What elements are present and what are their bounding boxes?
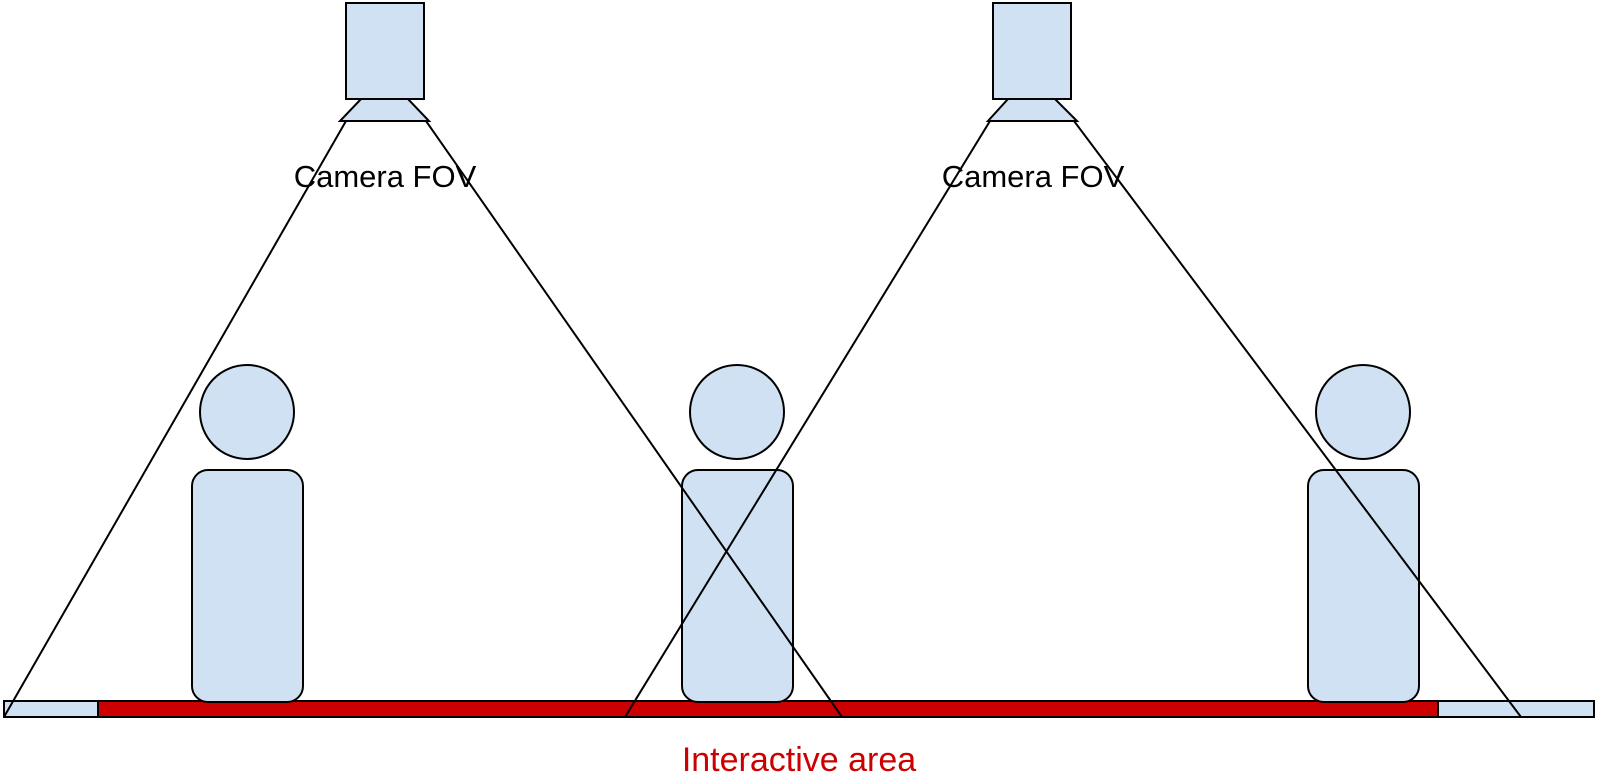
person-3: [1307, 364, 1420, 703]
person-1: [191, 364, 304, 703]
camera-1: Camera FOV: [3, 2, 843, 718]
camera-2: Camera FOV: [624, 2, 1522, 718]
person-1-head: [199, 364, 295, 460]
person-3-body: [1307, 469, 1420, 703]
camera-2-lens: [985, 98, 1080, 122]
person-2-head: [689, 364, 785, 460]
camera-2-label: Camera FOV: [942, 159, 1125, 194]
camera-1-body: [345, 2, 425, 100]
camera-2-body: [992, 2, 1072, 100]
camera-2-fov-right: [1073, 120, 1522, 718]
interactive-area-bar: [97, 700, 1439, 718]
camera-1-label: Camera FOV: [294, 159, 477, 194]
person-3-head: [1315, 364, 1411, 460]
interactive-area-label: Interactive area: [682, 741, 916, 776]
camera-1-fov-right: [425, 120, 843, 718]
person-2-body: [681, 469, 794, 703]
camera-1-lens: [337, 98, 432, 122]
camera-2-fov-left: [624, 120, 991, 718]
person-1-body: [191, 469, 304, 703]
camera-1-fov-left: [3, 120, 347, 718]
